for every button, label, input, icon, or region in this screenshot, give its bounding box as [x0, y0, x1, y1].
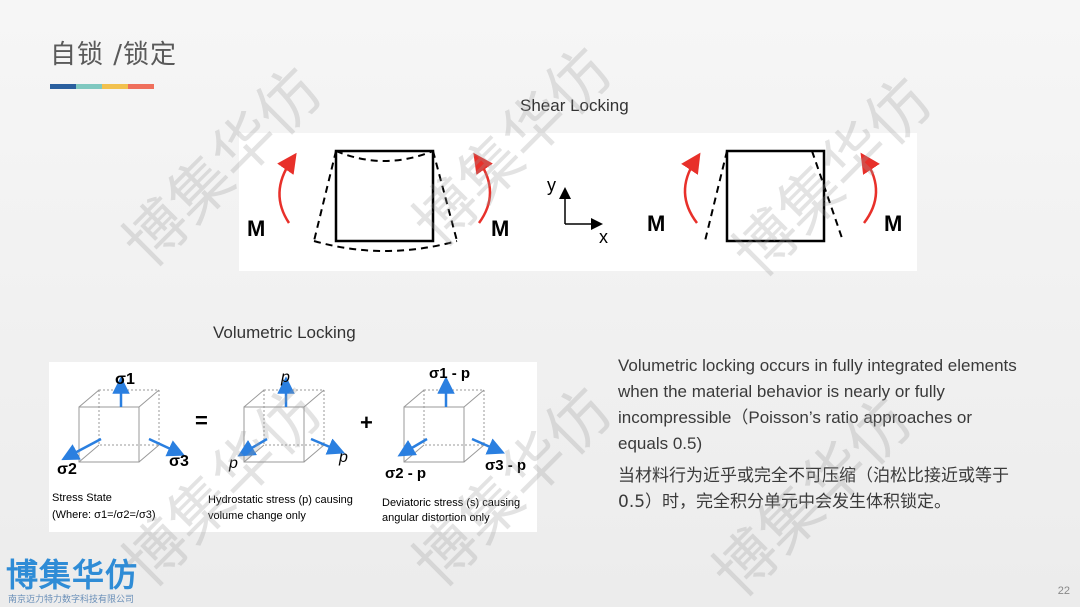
shear-element-left: M M	[247, 149, 509, 252]
equals-sign: =	[195, 408, 208, 433]
volumetric-locking-title: Volumetric Locking	[213, 323, 356, 342]
moment-label: M	[884, 211, 902, 236]
sheared-left-side	[704, 150, 728, 242]
deformed-bottom-left	[313, 240, 458, 252]
p-left-arrow-icon	[237, 437, 268, 457]
hydrostatic-cube: p p p Hydrostatic stress (p) causing vol…	[208, 369, 353, 522]
description-english: Volumetric locking occurs in fully integ…	[618, 356, 1017, 453]
plus-sign: +	[360, 410, 373, 435]
x-axis-label: x	[599, 227, 608, 247]
volumetric-locking-diagram: σ1 σ2 σ3 Stress State (Where: σ1=/σ2=/σ3…	[49, 362, 537, 532]
moment-label: M	[247, 216, 265, 241]
deviatoric-caption: Deviatoric stress (s) causing	[382, 497, 520, 509]
dev-sigma3-arrow-icon	[471, 437, 506, 455]
moment-label: M	[491, 216, 509, 241]
moment-arrow-icon	[473, 152, 493, 224]
p-left-label: p	[228, 455, 238, 472]
accent-yellow	[102, 84, 128, 89]
coordinate-axes: y x	[547, 175, 608, 247]
description-chinese: 当材料行为近乎或完全不可压缩（泊松比接近或等于0.5）时，完全积分单元中会发生体…	[618, 466, 1009, 512]
stress-state-condition: (Where: σ1=/σ2=/σ3)	[52, 509, 156, 521]
dev-sigma2-arrow-icon	[397, 437, 428, 457]
shear-element-right: M M	[647, 149, 902, 243]
p-top-label: p	[280, 369, 290, 386]
moment-arrow-icon	[681, 152, 701, 224]
brand-logo-text: 博集华仿	[6, 556, 139, 594]
p-right-arrow-icon	[310, 437, 346, 455]
title-accent-bar	[50, 84, 154, 89]
accent-teal	[76, 84, 102, 89]
moment-arrow-icon	[277, 152, 297, 224]
deviatoric-caption-2: angular distortion only	[382, 512, 490, 524]
deformed-top-left	[335, 150, 434, 162]
slide-title: 自锁 /锁定	[50, 40, 178, 70]
deviatoric-cube: σ1 - p σ2 - p σ3 - p Deviatoric stress (…	[382, 365, 526, 524]
sigma3-arrow-icon	[148, 437, 185, 457]
deformed-left-side	[313, 150, 337, 242]
deformed-right-side	[432, 150, 458, 242]
accent-red	[128, 84, 154, 89]
element-solid-left	[334, 149, 435, 243]
hydrostatic-caption: Hydrostatic stress (p) causing	[208, 494, 353, 506]
dev-sigma1-label: σ1 - p	[429, 365, 470, 382]
y-axis-label: y	[547, 175, 556, 195]
dev-sigma2-label: σ2 - p	[385, 465, 426, 482]
moment-arrow-icon	[860, 152, 880, 224]
sigma2-arrow-icon	[61, 437, 102, 461]
moment-label: M	[647, 211, 665, 236]
accent-blue	[50, 84, 76, 89]
hydrostatic-caption-2: volume change only	[208, 510, 306, 522]
dev-sigma3-label: σ3 - p	[485, 457, 526, 474]
sigma1-label: σ1	[115, 371, 135, 388]
shear-locking-svg: M M y x M M	[247, 149, 902, 252]
volumetric-locking-svg: σ1 σ2 σ3 Stress State (Where: σ1=/σ2=/σ3…	[52, 365, 526, 524]
p-right-label: p	[338, 449, 348, 466]
stress-state-caption: Stress State	[52, 492, 112, 504]
sigma3-label: σ3	[169, 453, 189, 470]
shear-locking-diagram: M M y x M M	[239, 133, 917, 271]
page-number: 22	[1057, 585, 1070, 597]
shear-locking-title: Shear Locking	[520, 96, 629, 115]
company-name: 南京迈力特力数字科技有限公司	[8, 595, 135, 605]
element-solid-right	[725, 149, 826, 243]
stress-state-cube: σ1 σ2 σ3 Stress State (Where: σ1=/σ2=/σ3…	[52, 371, 189, 521]
sheared-right-side	[811, 150, 844, 242]
sigma2-label: σ2	[57, 461, 77, 478]
